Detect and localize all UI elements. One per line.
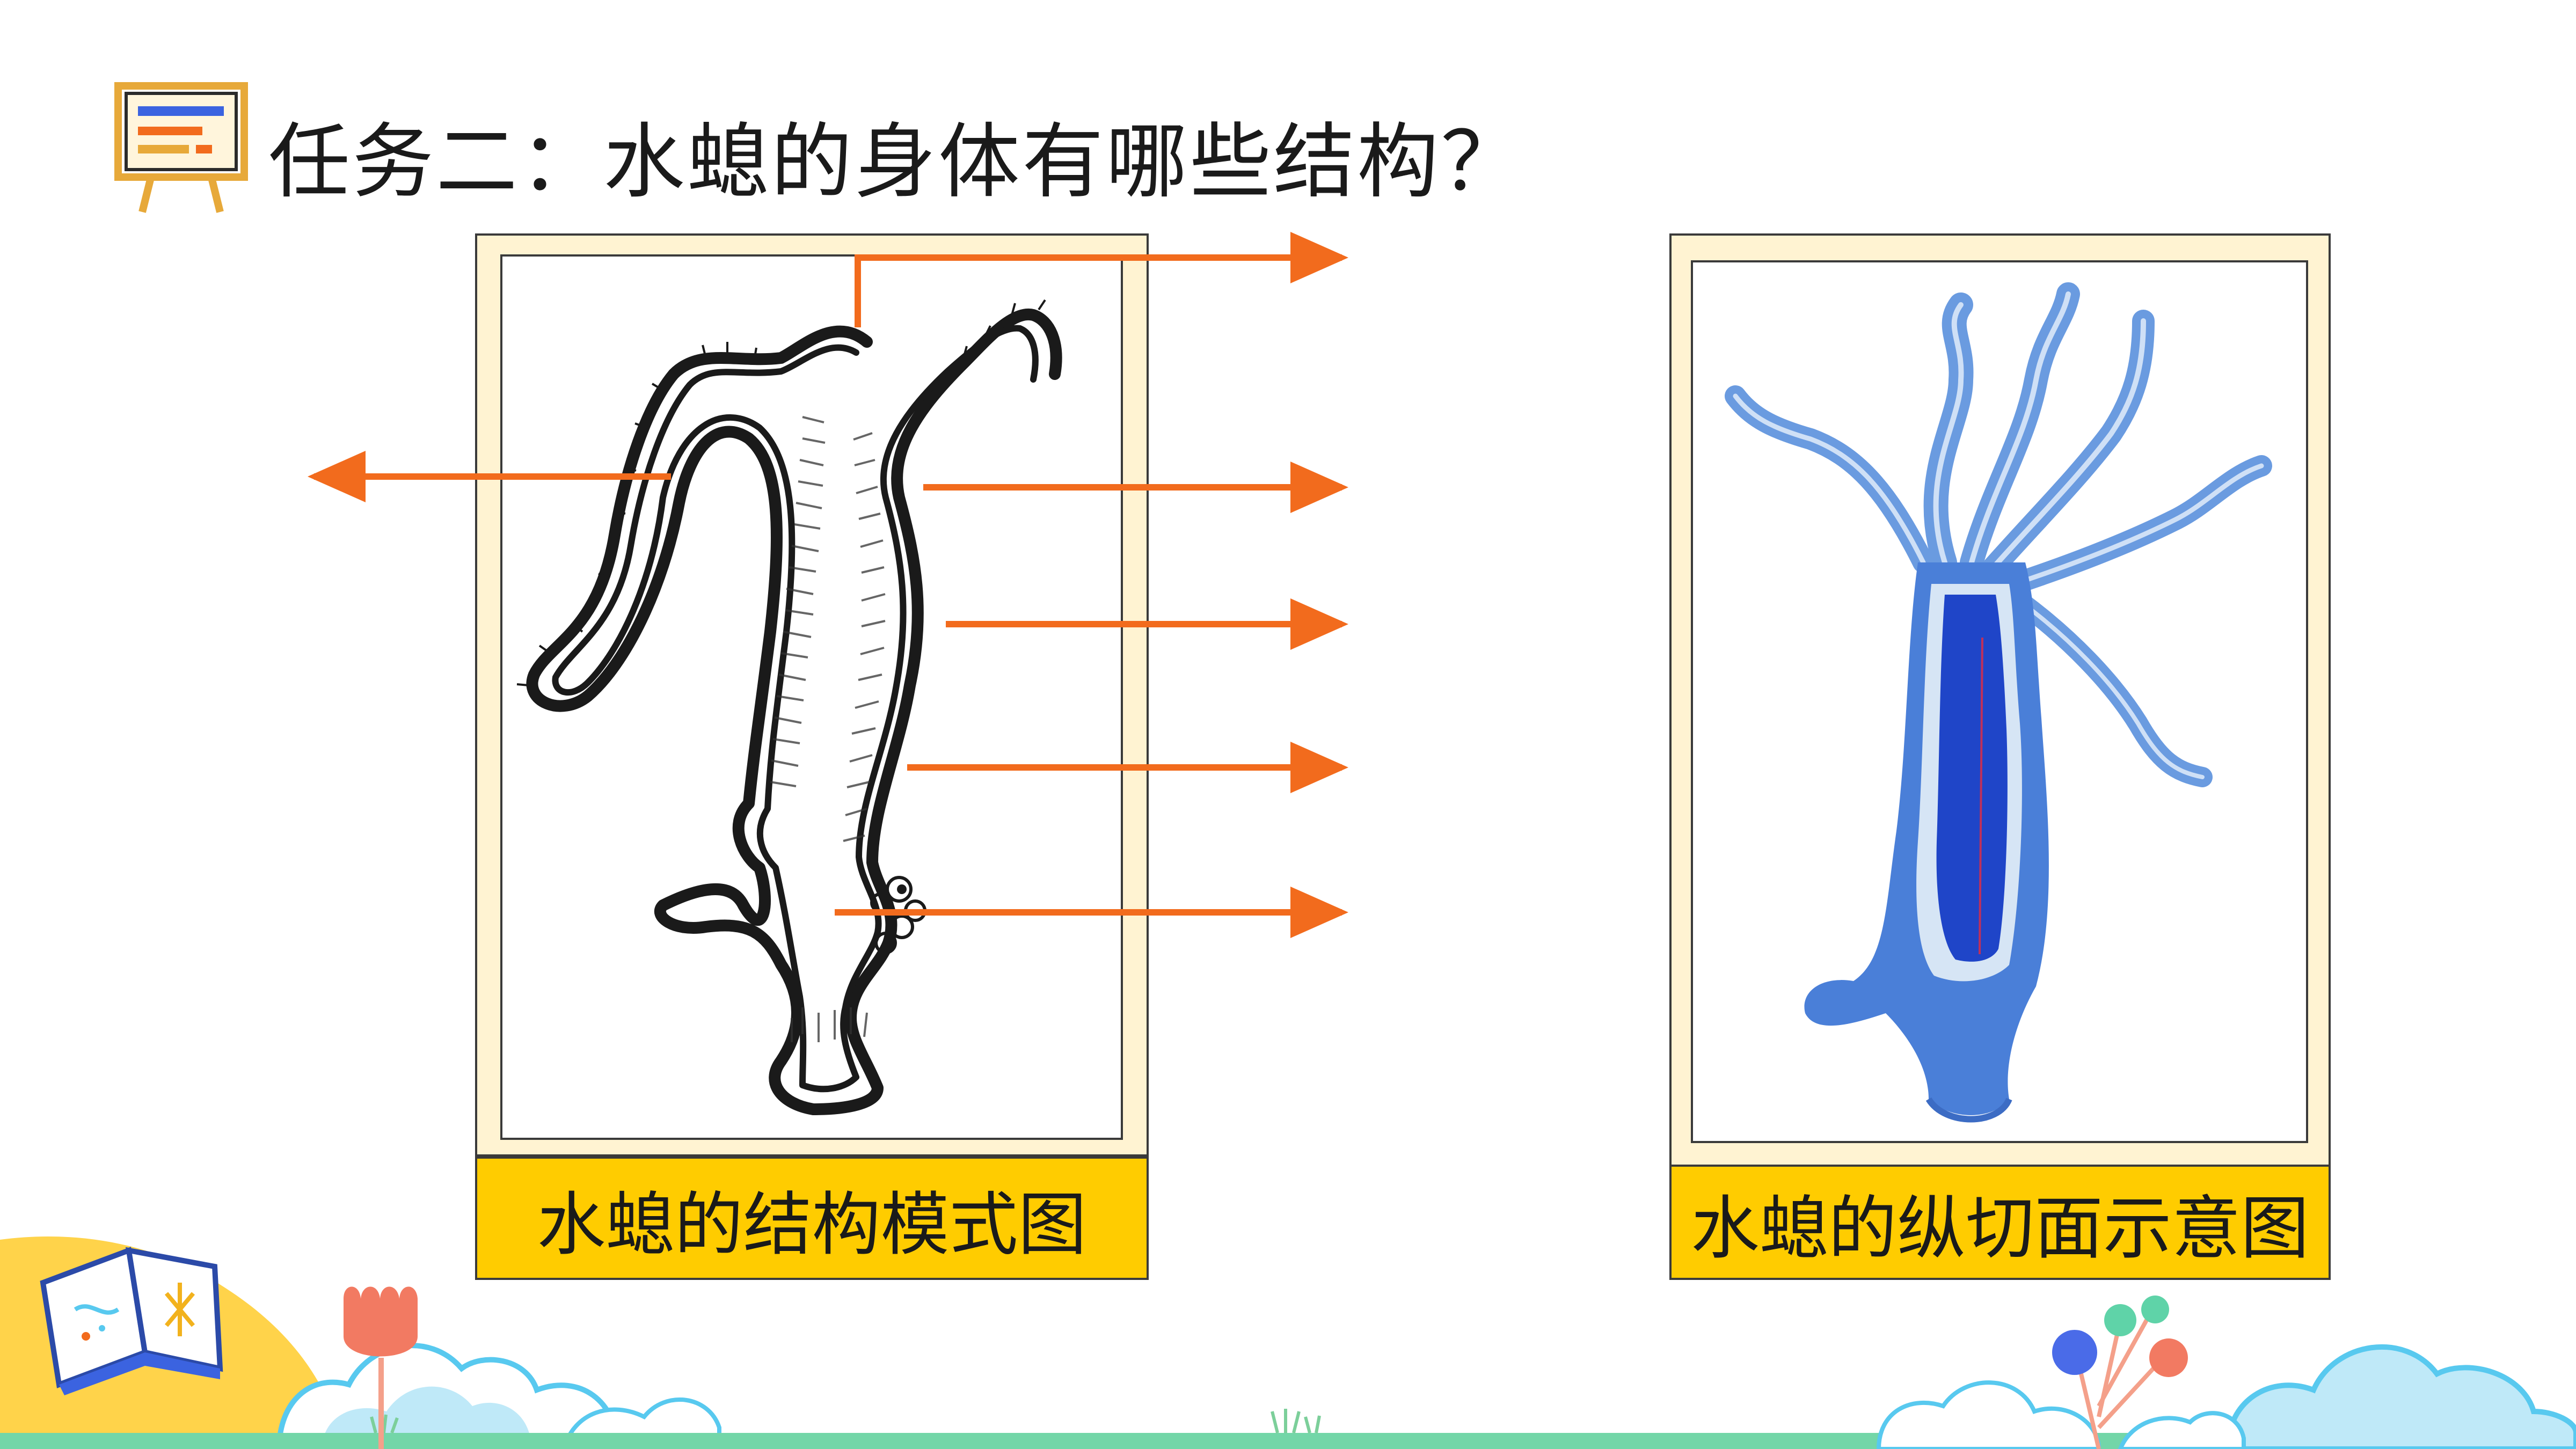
balloon-tree-icon: [2052, 1296, 2188, 1449]
flower-icon: [344, 1286, 418, 1449]
presentation-board-icon: [114, 82, 248, 213]
section-diagram-caption: 水螅的纵切面示意图: [1669, 1165, 2331, 1280]
structure-diagram-caption: 水螅的结构模式图: [475, 1157, 1149, 1280]
hydra-section-drawing: [1725, 282, 2272, 1123]
arrow-tentacle-mouth: [855, 232, 1348, 327]
hydra-structure-drawing: [516, 299, 1062, 1115]
page-title: 任务二：水螅的身体有哪些结构？: [268, 114, 1524, 209]
structure-diagram-image-frame: [500, 254, 1123, 1140]
open-book-icon: [40, 1247, 223, 1395]
